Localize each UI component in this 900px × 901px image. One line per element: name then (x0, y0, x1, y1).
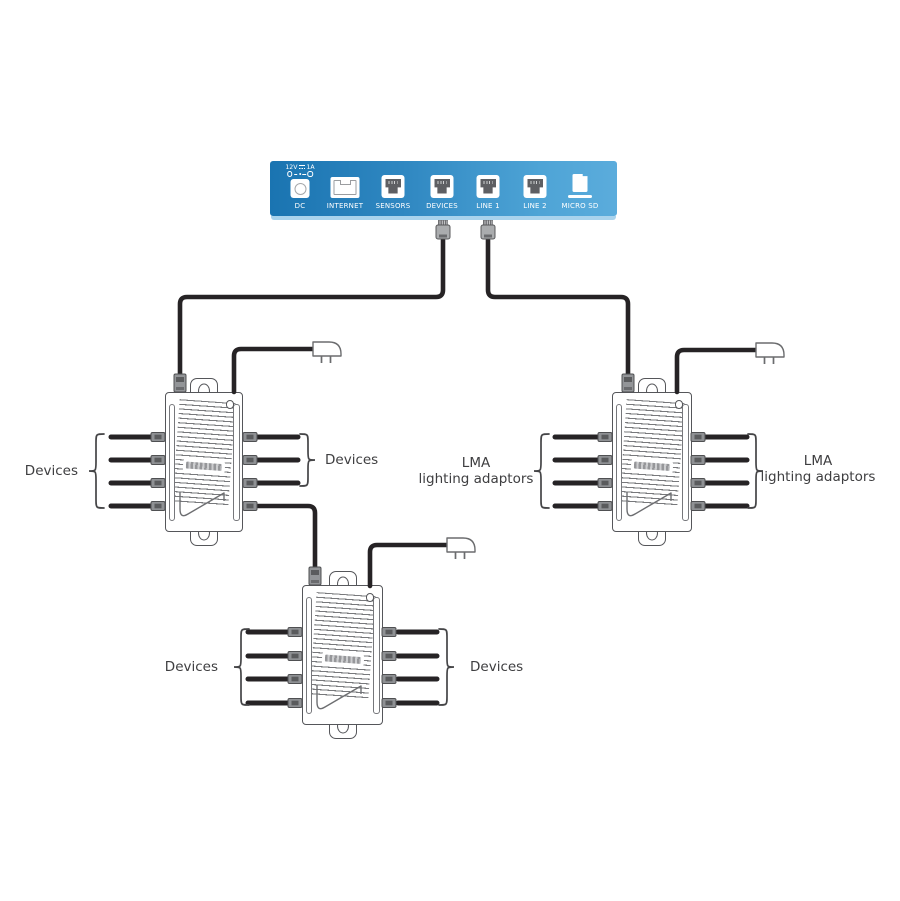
cable-devices-to-left-box (177, 237, 446, 379)
side-connector-icon (242, 478, 258, 488)
rj-plug-icon (480, 219, 496, 240)
side-connector-icon (690, 501, 706, 511)
ethernet-port-icon (330, 176, 360, 198)
splitter-body (612, 392, 692, 532)
box-inlet-connector-icon (308, 566, 322, 586)
side-connector-icon (690, 478, 706, 488)
power-plug-icon (446, 537, 476, 560)
brace-icon (88, 433, 105, 509)
port-label: LINE 1 (476, 202, 500, 210)
status-led (674, 400, 683, 409)
dc-symbol-icon (298, 165, 305, 170)
brace-icon (299, 433, 316, 487)
rj-port-icon (430, 175, 454, 198)
port-internet: INTERNET (313, 161, 377, 216)
polarity-icon (287, 171, 313, 177)
cable-line1-to-right-box (485, 237, 631, 379)
port-label: MICRO SD (561, 202, 599, 210)
port-label: INTERNET (326, 202, 364, 210)
power-cable-left-box (231, 346, 319, 395)
dc-jack-icon (290, 177, 310, 198)
controller-back-panel: 12V 1A DC INTERNET SENSORS DEVICES LINE … (268, 161, 617, 220)
side-connector-icon (150, 501, 166, 511)
micro-sd-icon (567, 174, 593, 198)
port-sensors: SENSORS (361, 161, 425, 216)
side-rail (615, 404, 622, 521)
side-connector-icon (597, 432, 613, 442)
side-connector-icon (597, 455, 613, 465)
splitter-body (165, 392, 243, 532)
side-connector-icon (597, 501, 613, 511)
dc-rating-amps: 1A (306, 163, 315, 171)
side-connector-icon (287, 627, 303, 637)
callout-right-box-right: LMA lighting adaptors (760, 453, 876, 485)
side-connector-icon (597, 478, 613, 488)
side-rail (682, 404, 689, 521)
rj-port-icon (523, 175, 547, 198)
side-connector-icon (287, 674, 303, 684)
status-led (365, 593, 374, 602)
port-label: LINE 2 (523, 202, 547, 210)
side-connector-icon (381, 627, 397, 637)
side-connector-icon (690, 455, 706, 465)
coil-return-line (316, 685, 362, 710)
port-devices: DEVICES (410, 161, 474, 216)
brace-icon (438, 628, 455, 706)
port-label: SENSORS (375, 202, 411, 210)
power-cable-bottom-box (367, 542, 454, 589)
power-plug-icon (755, 342, 785, 365)
brace-icon (747, 433, 764, 509)
side-rail (373, 597, 380, 714)
port-dc: 12V 1A DC (268, 161, 332, 216)
status-led (225, 400, 234, 409)
side-connector-icon (381, 698, 397, 708)
port-line1: LINE 1 (456, 161, 520, 216)
brace-icon (533, 433, 550, 509)
coil-return-line (626, 492, 672, 517)
side-rail (233, 404, 240, 521)
dc-rating: 12V 1A (268, 163, 332, 171)
port-microsd: MICRO SD (548, 161, 612, 216)
splitter-box-left (165, 378, 243, 546)
callout-left-box-left: Devices (24, 463, 78, 479)
side-connector-icon (690, 432, 706, 442)
box-inlet-connector-icon (173, 373, 187, 393)
side-rail (168, 404, 175, 521)
side-connector-icon (150, 455, 166, 465)
side-connector-icon (242, 455, 258, 465)
callout-bottom-box-left: Devices (164, 659, 218, 675)
cable-left-box-to-bottom-box (252, 503, 318, 575)
side-rail (305, 597, 312, 714)
side-connector-icon (381, 674, 397, 684)
callout-left-box-right: Devices (325, 452, 379, 468)
port-line2: LINE 2 (503, 161, 567, 216)
power-plug-icon (312, 341, 342, 364)
side-connector-icon (150, 432, 166, 442)
side-connector-icon (242, 501, 258, 511)
coil-return-line (179, 492, 225, 517)
power-cable-right-box (674, 347, 764, 395)
splitter-box-right (612, 378, 692, 546)
callout-bottom-box-right: Devices (470, 659, 524, 675)
rj-port-icon (476, 175, 500, 198)
side-connector-icon (287, 651, 303, 661)
port-label: DC (294, 202, 306, 210)
side-connector-icon (242, 432, 258, 442)
dc-rating-volts: 12V (285, 163, 298, 171)
port-label: DEVICES (426, 202, 458, 210)
brace-icon (233, 628, 250, 706)
side-connector-icon (287, 698, 303, 708)
side-connector-icon (381, 651, 397, 661)
callout-right-box-left: LMA lighting adaptors (418, 455, 534, 487)
side-connector-icon (150, 478, 166, 488)
box-inlet-connector-icon (621, 373, 635, 393)
rj-port-icon (381, 175, 405, 198)
rj-plug-icon (435, 219, 451, 240)
